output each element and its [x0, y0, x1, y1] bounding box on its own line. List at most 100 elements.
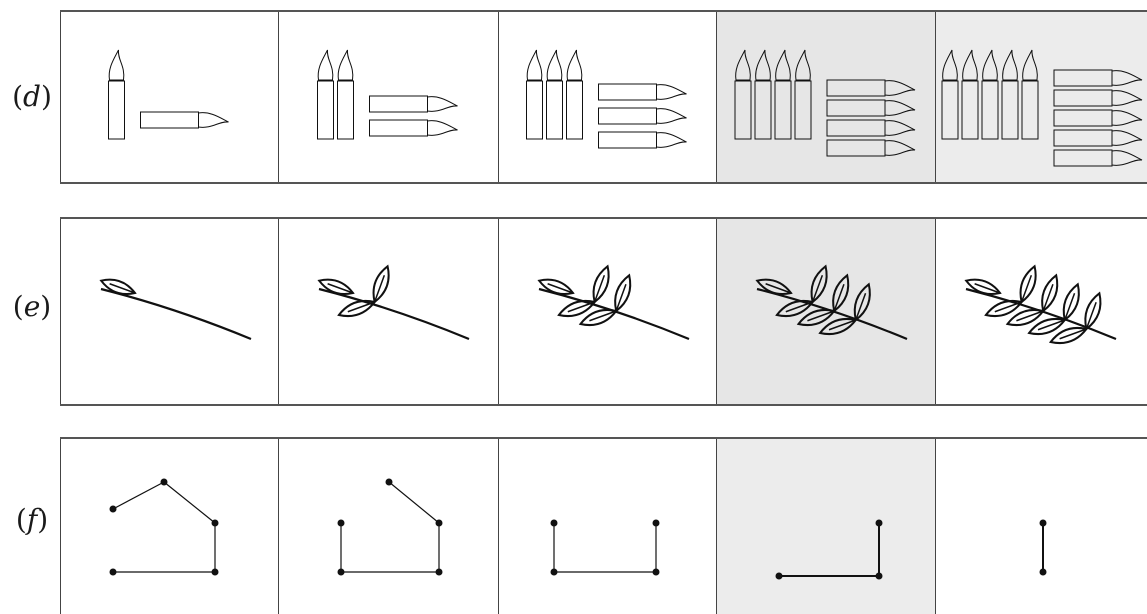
standing-candle-body [755, 81, 771, 139]
branch-figure [499, 219, 716, 404]
candle-flame [1112, 131, 1142, 146]
dot [1040, 569, 1047, 576]
candles-figure [279, 12, 498, 182]
lying-candle-body [141, 112, 199, 128]
candle-flame [1112, 71, 1142, 86]
candle-flame [885, 101, 915, 116]
dot [436, 520, 443, 527]
candle-flame [1112, 151, 1142, 166]
dot [338, 520, 345, 527]
candle-flame [1112, 91, 1142, 106]
panel-e-3 [498, 219, 716, 404]
candle-flame [428, 121, 458, 136]
candle-flame [776, 50, 791, 80]
standing-candle-body [338, 81, 354, 139]
panel-f-1 [60, 439, 278, 614]
panel-e-1 [60, 219, 278, 404]
paren-open: ( [16, 503, 27, 536]
dot [653, 520, 660, 527]
panel-e-4 [716, 219, 935, 404]
lying-candle-body [1054, 130, 1112, 146]
candles-figure [499, 12, 716, 182]
dot [876, 520, 883, 527]
standing-candle-body [318, 81, 334, 139]
connecting-line [164, 482, 215, 523]
paren-close: ) [37, 503, 48, 536]
candle-flame [547, 50, 562, 80]
lying-candle-body [370, 96, 428, 112]
branch-figure [61, 219, 278, 404]
candle-flame [338, 50, 353, 80]
row-letter: e [24, 290, 41, 323]
candle-flame [199, 113, 229, 128]
standing-candle-body [982, 81, 998, 139]
strip-e [60, 217, 1147, 406]
candle-flame [943, 50, 958, 80]
panel-d-5 [935, 12, 1147, 182]
panel-f-2 [278, 439, 498, 614]
row-letter: d [23, 80, 41, 113]
panel-d-2 [278, 12, 498, 182]
standing-candle-body [775, 81, 791, 139]
dot [436, 569, 443, 576]
standing-candle-body [962, 81, 978, 139]
candle-flame [1023, 50, 1038, 80]
candle-flame [657, 133, 687, 148]
lying-candle-body [370, 120, 428, 136]
standing-candle-body [109, 81, 125, 139]
standing-candle-body [527, 81, 543, 139]
paren-close: ) [41, 80, 52, 113]
candle-flame [567, 50, 582, 80]
dot-line-figure [936, 439, 1147, 614]
dot [551, 569, 558, 576]
strip-f [60, 437, 1147, 614]
candle-flame [657, 109, 687, 124]
standing-candle-body [567, 81, 583, 139]
candle-flame [885, 121, 915, 136]
branch-figure [279, 219, 498, 404]
lying-candle-body [1054, 110, 1112, 126]
panel-d-3 [498, 12, 716, 182]
lying-candle-body [1054, 150, 1112, 166]
lying-candle-body [1054, 90, 1112, 106]
paren-close: ) [40, 290, 51, 323]
row-label-d: (d) [6, 80, 58, 113]
standing-candle-body [1002, 81, 1018, 139]
row-label-f: (f) [6, 503, 58, 536]
dot [1040, 520, 1047, 527]
branch-figure [936, 219, 1147, 404]
dot [212, 520, 219, 527]
panel-d-4 [716, 12, 935, 182]
dot [551, 520, 558, 527]
candle-flame [885, 141, 915, 156]
paren-open: ( [13, 290, 24, 323]
dot-line-figure [499, 439, 716, 614]
panel-f-4 [716, 439, 935, 614]
dot [110, 569, 117, 576]
dot [161, 479, 168, 486]
dot [386, 479, 393, 486]
candle-flame [983, 50, 998, 80]
candle-flame [1003, 50, 1018, 80]
candle-flame [318, 50, 333, 80]
panel-f-3 [498, 439, 716, 614]
panel-d-1 [60, 12, 278, 182]
candles-figure [61, 12, 278, 182]
branch-stem [319, 289, 469, 339]
standing-candle-body [547, 81, 563, 139]
candle-flame [963, 50, 978, 80]
dot [338, 569, 345, 576]
branch-figure [717, 219, 935, 404]
dot [212, 569, 219, 576]
dot [776, 573, 783, 580]
dot-line-figure [717, 439, 935, 614]
standing-candle-body [795, 81, 811, 139]
lying-candle-body [599, 84, 657, 100]
strip-d [60, 10, 1147, 184]
candles-figure [936, 12, 1147, 182]
candle-flame [885, 81, 915, 96]
dot [653, 569, 660, 576]
panel-f-5 [935, 439, 1147, 614]
candle-flame [756, 50, 771, 80]
standing-candle-body [735, 81, 751, 139]
